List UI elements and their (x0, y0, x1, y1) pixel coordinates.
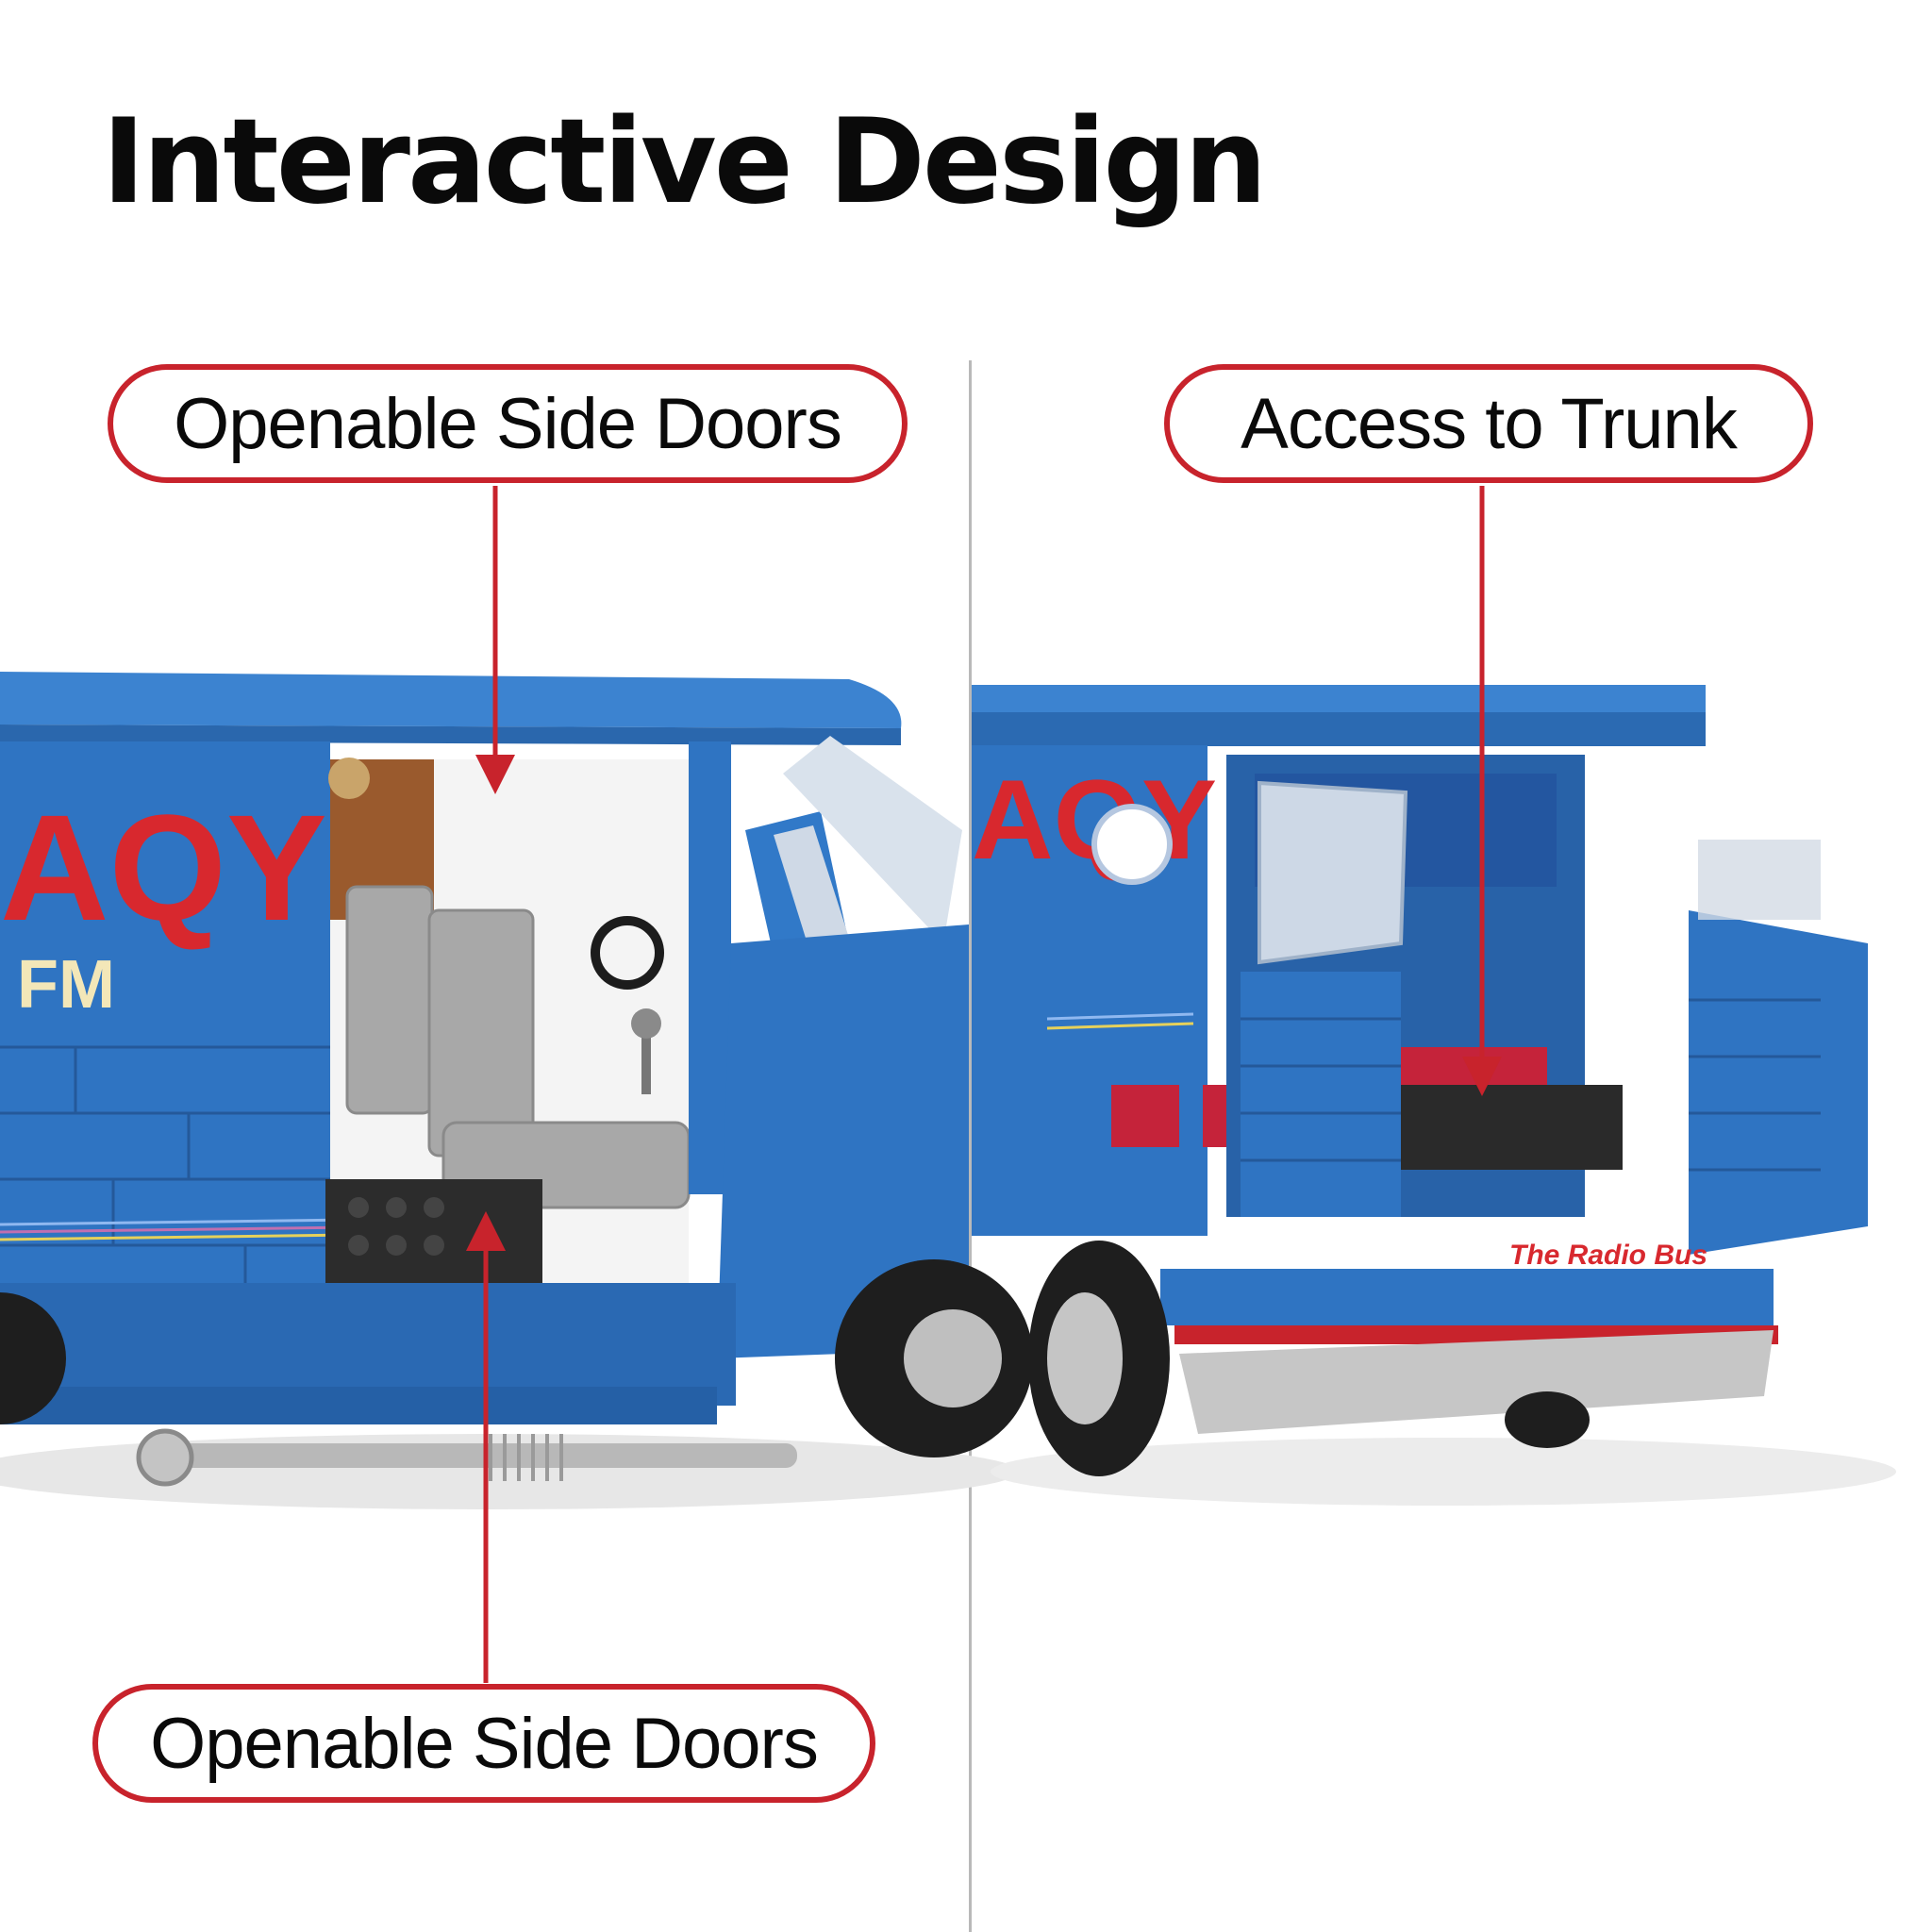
left-van-image: AQY FM (0, 672, 1033, 1509)
page-title: Interactive Design (102, 94, 1267, 230)
arrow-up-icon (466, 1211, 506, 1251)
callout-pointers (466, 486, 1502, 1683)
panel-divider (969, 360, 972, 1932)
van-rear-script: The Radio Bus (1509, 1240, 1707, 1271)
van-station-letters-rear: AQY (972, 757, 1217, 883)
arrow-down-icon (1462, 1057, 1502, 1096)
van-station-letters: AQY (0, 783, 327, 952)
callout-access-to-trunk: Access to Trunk (1164, 364, 1813, 483)
callout-openable-side-doors-top: Openable Side Doors (108, 364, 908, 483)
van-station-suffix: FM (17, 947, 115, 1023)
callout-openable-side-doors-bottom: Openable Side Doors (92, 1684, 875, 1803)
right-van-image: AQY The Radio Bus (972, 685, 1896, 1506)
arrow-down-icon (475, 755, 515, 794)
